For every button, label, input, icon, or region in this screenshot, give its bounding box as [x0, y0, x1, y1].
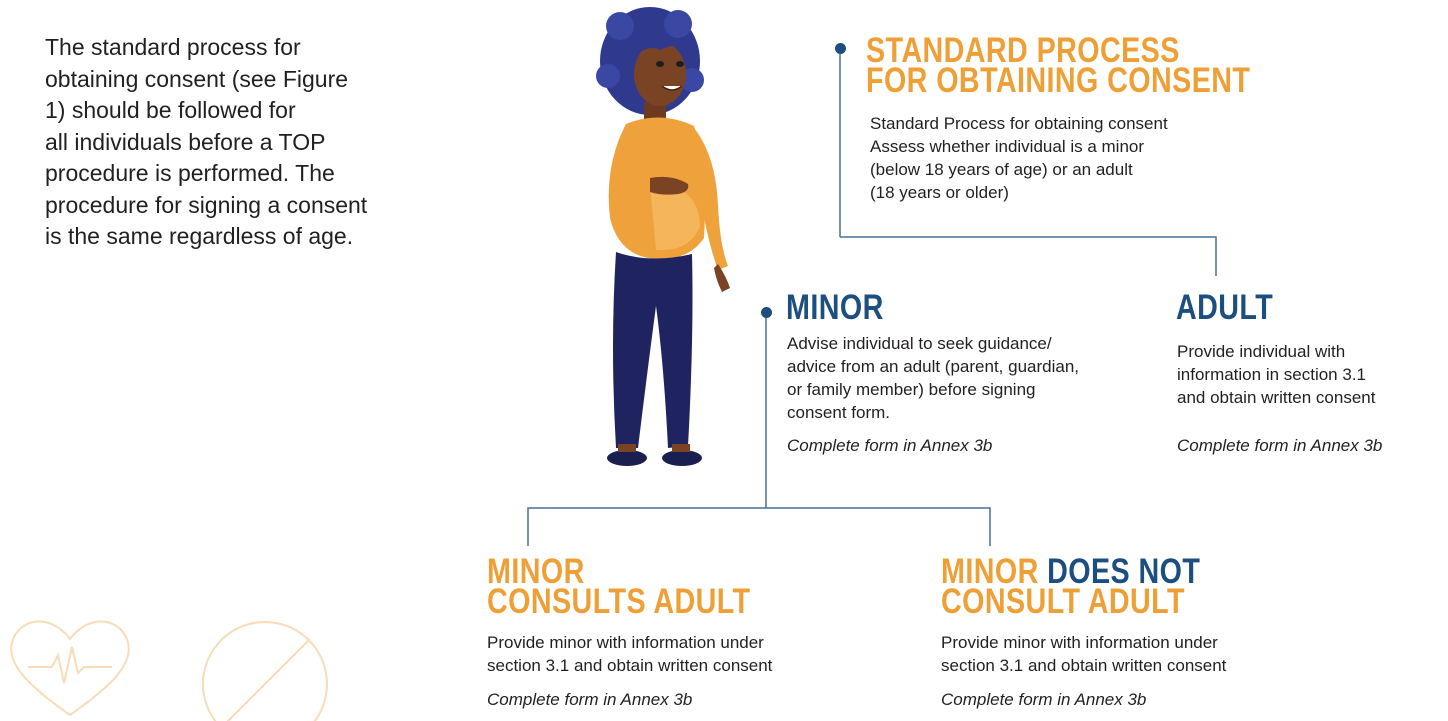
minor-node-dot	[761, 307, 772, 318]
no-symbol-icon	[202, 621, 328, 721]
standard-title: STANDARD PROCESS FOR OBTAINING CONSENT	[866, 31, 1251, 100]
consults-description: Provide minor with information under sec…	[487, 633, 773, 675]
intro-line: is the same regardless of age.	[45, 223, 354, 249]
heart-pulse-icon	[10, 620, 130, 717]
not-consult-title: MINOR DOES NOT CONSULT ADULT	[941, 552, 1201, 621]
minor-title: MINOR	[786, 288, 884, 327]
adult-description: Provide individual with information in s…	[1177, 342, 1376, 407]
not-consult-description: Provide minor with information under sec…	[941, 633, 1227, 675]
intro-line: procedure for signing a consent	[45, 191, 368, 218]
intro-line: The standard process for	[45, 34, 301, 60]
intro-paragraph: The standard process for obtaining conse…	[45, 32, 545, 253]
intro-line: 1) should be followed for	[45, 97, 296, 123]
consults-note: Complete form in Annex 3b	[487, 690, 693, 709]
connector-split-top	[840, 236, 1217, 276]
intro-line: all individuals before a TOP	[45, 128, 326, 155]
consults-title: MINOR CONSULTS ADULT	[487, 552, 751, 621]
minor-note: Complete form in Annex 3b	[787, 436, 993, 455]
intro-line: obtaining consent (see Figure	[45, 65, 349, 92]
connector-split-bottom	[527, 507, 991, 546]
intro-line: procedure is performed. The	[45, 160, 335, 186]
pregnant-woman-illustration	[596, 7, 730, 466]
minor-description: Advise individual to seek guidance/ advi…	[787, 334, 1080, 422]
standard-node-dot	[835, 43, 846, 54]
not-consult-note: Complete form in Annex 3b	[941, 690, 1147, 709]
adult-title: ADULT	[1176, 288, 1274, 327]
adult-note: Complete form in Annex 3b	[1177, 436, 1383, 455]
standard-description: Standard Process for obtaining consent A…	[870, 114, 1168, 202]
